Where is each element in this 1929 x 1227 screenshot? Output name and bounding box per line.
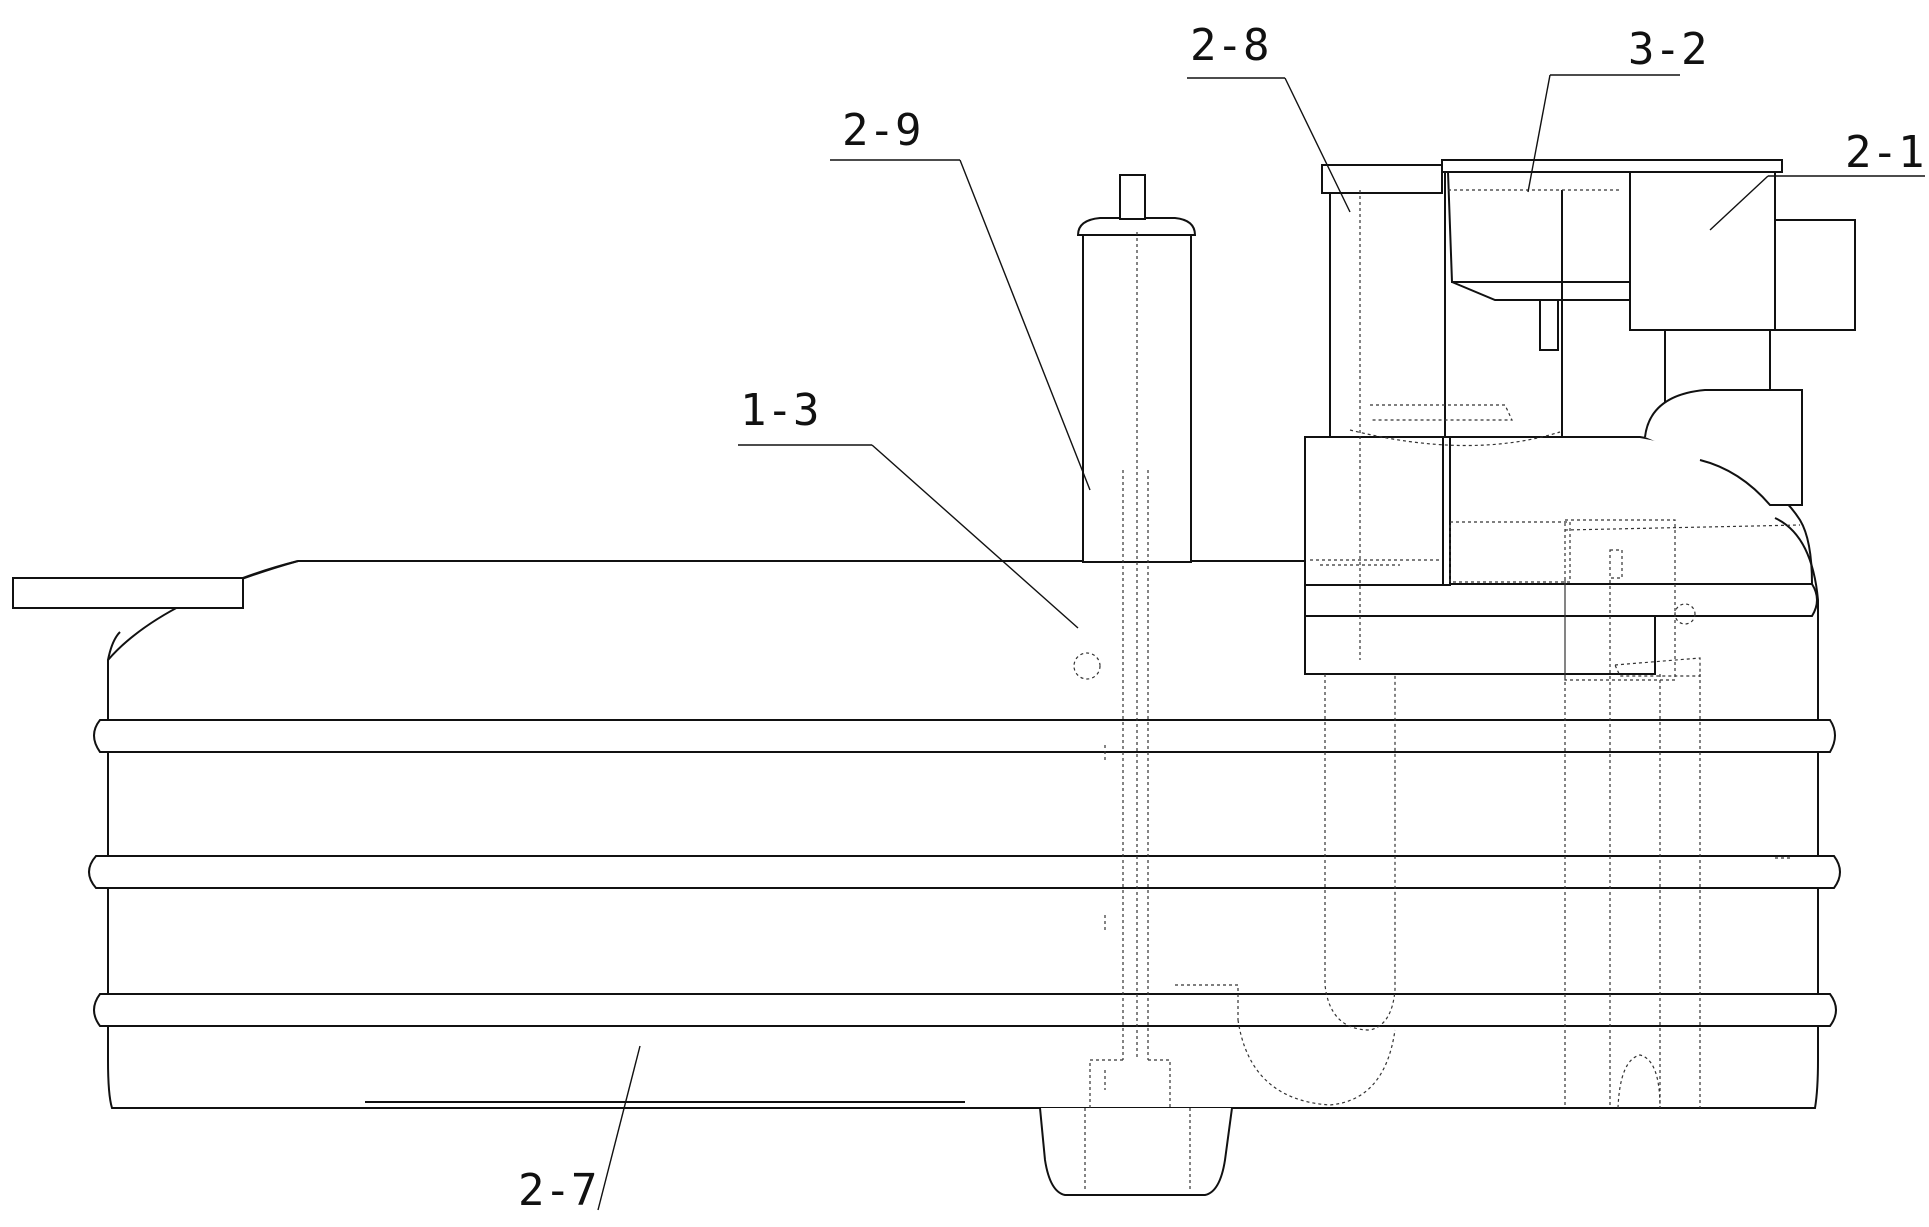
label-2-8: 2-8 bbox=[1190, 20, 1269, 71]
label-2-9: 2-9 bbox=[842, 105, 921, 156]
label-2-1: 2-1 bbox=[1845, 127, 1924, 178]
labels: 2-8 3-2 2-9 2-1 1-3 2-7 bbox=[518, 20, 1924, 1216]
tank-ribs bbox=[88, 583, 1841, 1027]
left-pipe bbox=[12, 577, 244, 609]
inspection-hole bbox=[1073, 652, 1101, 680]
vent-pipe bbox=[1076, 174, 1197, 1108]
label-3-2: 3-2 bbox=[1628, 24, 1707, 75]
bottom-sump bbox=[1039, 1107, 1233, 1196]
tank-body bbox=[12, 517, 1819, 1109]
right-assembly bbox=[1104, 159, 1856, 1109]
leader-lines bbox=[597, 74, 1925, 1211]
label-2-7: 2-7 bbox=[518, 1165, 597, 1216]
label-1-3: 1-3 bbox=[740, 385, 819, 436]
